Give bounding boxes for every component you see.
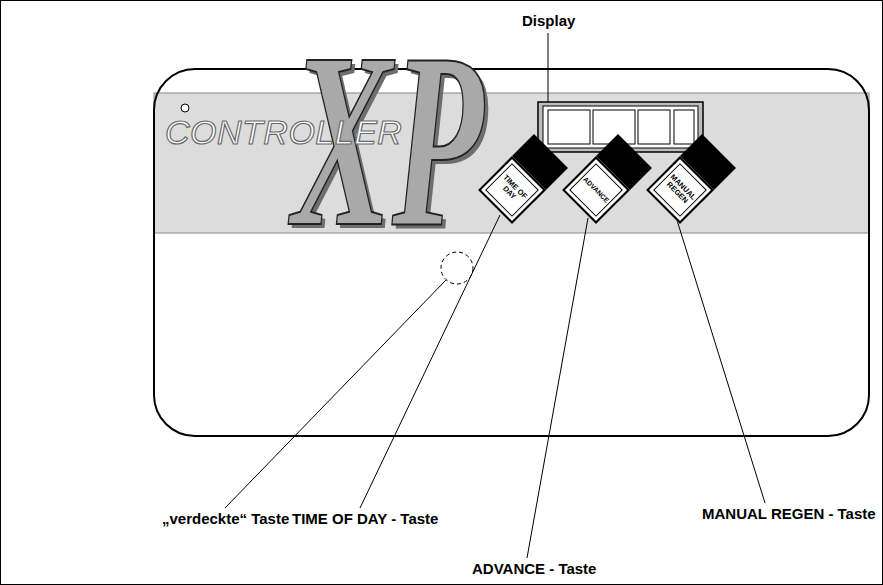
push-button: MANUAL REGEN <box>646 156 714 224</box>
button-text: ADVANCE <box>582 176 610 204</box>
button-text: MANUAL REGEN <box>663 173 697 207</box>
display-label: Display <box>520 12 577 30</box>
push-button: TIME OF DAY <box>478 156 546 224</box>
hidden-key-label: „verdeckte“ Taste <box>160 510 291 528</box>
leader-line <box>225 280 446 508</box>
push-button: ADVANCE <box>562 156 630 224</box>
digit-cell <box>548 110 590 144</box>
digit-cell <box>674 110 694 144</box>
regen-key-label: MANUAL REGEN - Taste <box>700 505 878 523</box>
brand-text: CONTROLLER <box>165 112 402 152</box>
button-text: TIME OF DAY <box>495 173 529 207</box>
time-key-label: TIME OF DAY - Taste <box>290 510 440 528</box>
controller-housing: CONTROLLERXPTIME OF DAYADVANCEMANUAL REG… <box>153 68 870 437</box>
advance-key-label: ADVANCE - Taste <box>470 560 598 578</box>
leader-line <box>527 218 588 558</box>
leader-line <box>676 217 765 503</box>
digit-cell <box>638 110 670 144</box>
led-dot <box>181 104 189 112</box>
grey-band <box>154 93 869 233</box>
